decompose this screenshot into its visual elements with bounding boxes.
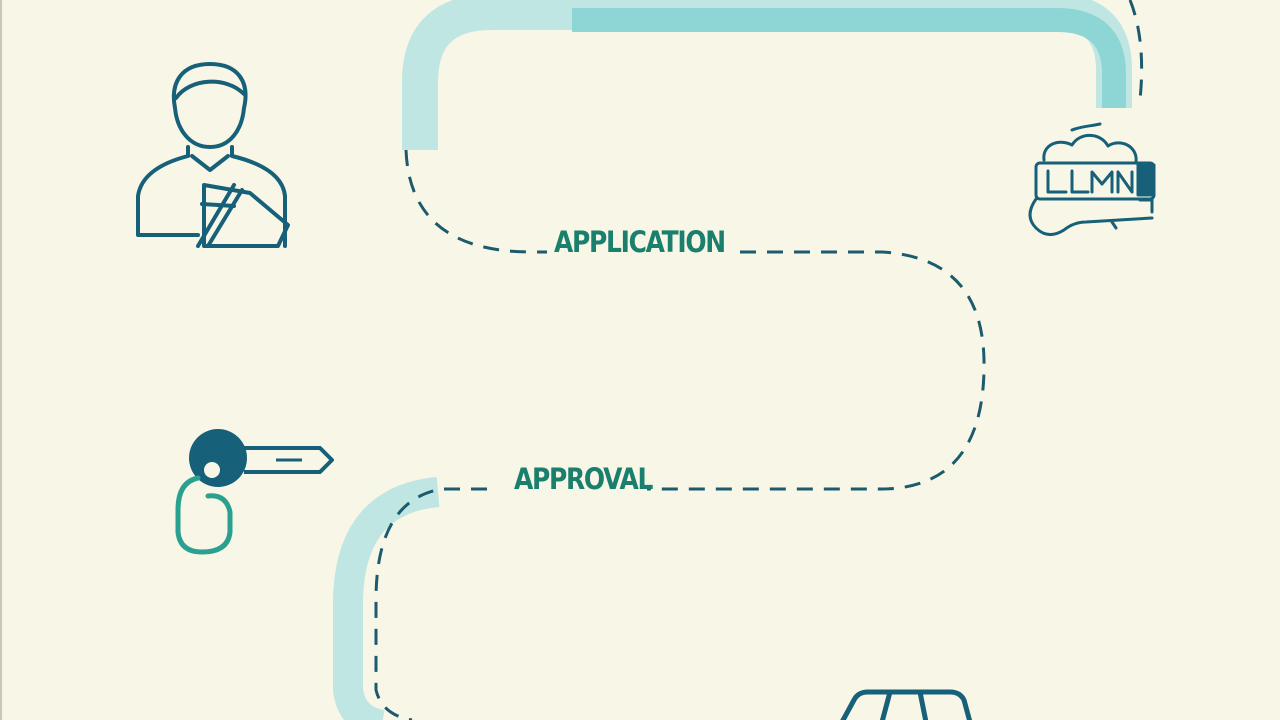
top-road-band [402,0,1132,150]
dashed-route [374,0,1144,720]
step-label-approval: APPROVAL [514,462,653,496]
step-label-application: APPLICATION [554,225,726,259]
car-key-icon [175,429,334,555]
bottom-road-band [333,477,440,720]
car-dealership-icon [1028,122,1156,236]
applicant-person-icon [136,62,290,248]
car-icon [840,689,973,720]
